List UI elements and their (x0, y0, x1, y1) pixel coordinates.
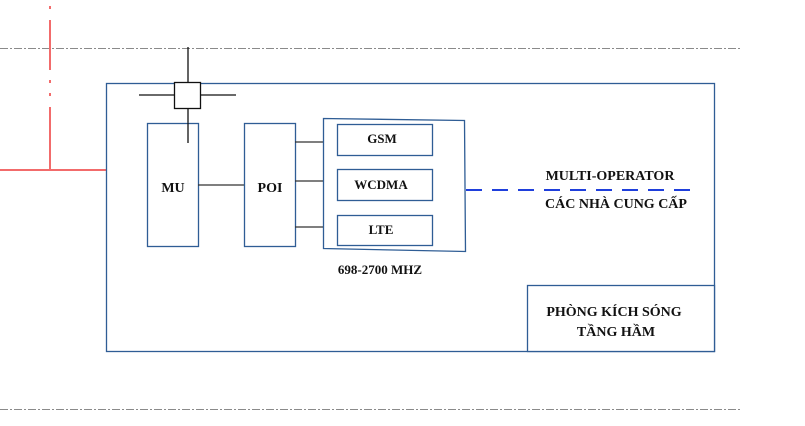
wcdma-label: WCDMA (354, 177, 408, 192)
gsm-box (336, 123, 434, 157)
frequency-label: 698-2700 MHZ (338, 262, 422, 277)
poi-tech-connectors (295, 141, 323, 228)
operator-label-vi: CÁC NHÀ CUNG CẤP (545, 195, 687, 212)
operator-label-en: MULTI-OPERATOR (546, 169, 676, 184)
mu-box (146, 122, 200, 248)
poi-label: POI (258, 181, 283, 196)
mu-label: MU (161, 181, 184, 196)
room-label-line1: PHÒNG KÍCH SÓNG (546, 303, 681, 320)
outer-room-box (105, 82, 716, 353)
poi-box (243, 122, 297, 248)
room-label-box (526, 284, 716, 353)
gsm-label: GSM (367, 131, 397, 146)
lte-box (336, 214, 434, 247)
lte-label: LTE (369, 222, 394, 237)
room-label-line2: TẦNG HẦM (577, 323, 655, 340)
wcdma-box (336, 168, 434, 202)
